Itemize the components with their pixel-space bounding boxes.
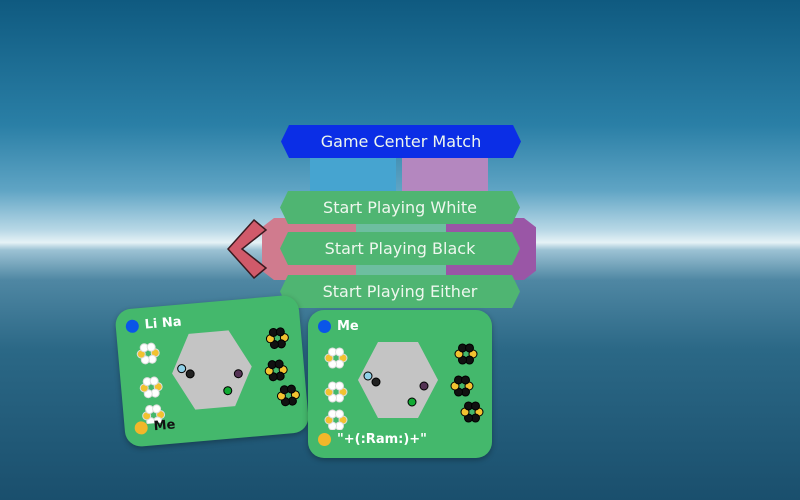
player-name: Me <box>337 319 359 334</box>
white-piece <box>335 409 344 419</box>
placed-piece <box>223 386 233 396</box>
black-piece <box>461 375 470 385</box>
back-chevron-icon[interactable] <box>224 216 274 282</box>
player-color-dot <box>125 319 140 334</box>
placed-piece <box>185 369 195 379</box>
white-piece <box>152 404 162 414</box>
light-blue-column <box>310 156 396 196</box>
player-name: Li Na <box>144 314 183 333</box>
white-piece <box>146 342 156 352</box>
placed-piece <box>233 369 243 379</box>
placed-piece <box>177 364 187 374</box>
game-board <box>324 342 484 430</box>
hex-board <box>358 342 438 418</box>
white-piece <box>335 381 344 391</box>
white-piece <box>335 347 344 357</box>
start-playing-white-button[interactable]: Start Playing White <box>280 191 520 224</box>
start-playing-black-button[interactable]: Start Playing Black <box>280 232 520 265</box>
placed-piece <box>371 377 381 387</box>
pink-column <box>402 156 488 196</box>
match-card-1[interactable]: Li Na Me <box>114 294 310 448</box>
placed-piece <box>363 371 373 381</box>
black-piece <box>274 359 284 369</box>
player-color-dot <box>318 320 331 333</box>
game-board <box>136 327 300 425</box>
player-name: "+(:Ram:)+" <box>337 432 427 447</box>
player-color-dot <box>318 433 331 446</box>
player-color-dot <box>134 420 149 435</box>
bottom-player: Me <box>134 417 176 435</box>
black-piece <box>286 384 296 394</box>
placed-piece <box>419 381 429 391</box>
game-center-match-title: Game Center Match <box>281 125 521 158</box>
bottom-player: "+(:Ram:)+" <box>318 432 427 447</box>
black-piece <box>275 327 285 337</box>
player-name: Me <box>152 417 176 435</box>
top-player: Me <box>318 319 359 334</box>
match-card-2[interactable]: Me "+(:Ram:)+" <box>308 310 492 458</box>
white-piece <box>149 376 159 386</box>
black-piece <box>471 401 480 411</box>
black-piece <box>465 343 474 353</box>
placed-piece <box>407 397 417 407</box>
start-playing-either-button[interactable]: Start Playing Either <box>280 275 520 308</box>
top-player: Li Na <box>125 314 182 334</box>
